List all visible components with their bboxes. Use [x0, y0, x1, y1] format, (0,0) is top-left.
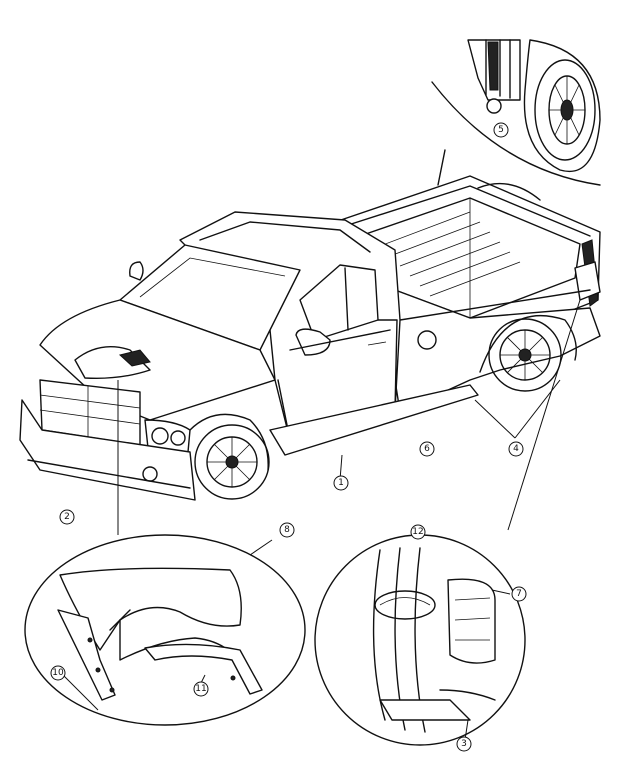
detail-hood-scoop: [24, 534, 306, 726]
svg-text:10: 10: [52, 668, 64, 678]
svg-text:12: 12: [412, 527, 423, 537]
detail-tail-light: [314, 534, 526, 746]
svg-text:7: 7: [516, 589, 522, 599]
svg-text:2: 2: [64, 512, 70, 522]
callout-4: 4: [508, 441, 524, 457]
truck-illustration: [19, 175, 601, 501]
svg-text:11: 11: [195, 684, 206, 694]
callout-6: 6: [419, 441, 435, 457]
callout-7: 7: [511, 586, 527, 602]
callout-11: 11: [193, 681, 209, 697]
callout-5: 5: [493, 122, 509, 138]
svg-text:3: 3: [461, 739, 467, 749]
callout-2: 2: [59, 509, 75, 525]
svg-text:8: 8: [284, 525, 290, 535]
callout-3: 3: [456, 736, 472, 752]
svg-text:4: 4: [513, 444, 519, 454]
callout-8: 8: [279, 522, 295, 538]
callout-12: 12: [410, 524, 426, 540]
leader-lines: [62, 299, 581, 741]
svg-text:5: 5: [498, 125, 504, 135]
svg-text:1: 1: [338, 478, 344, 488]
detail-rear-wheel: [431, 39, 601, 186]
callout-10: 10: [50, 665, 66, 681]
callout-1: 1: [333, 475, 349, 491]
svg-text:6: 6: [424, 444, 430, 454]
